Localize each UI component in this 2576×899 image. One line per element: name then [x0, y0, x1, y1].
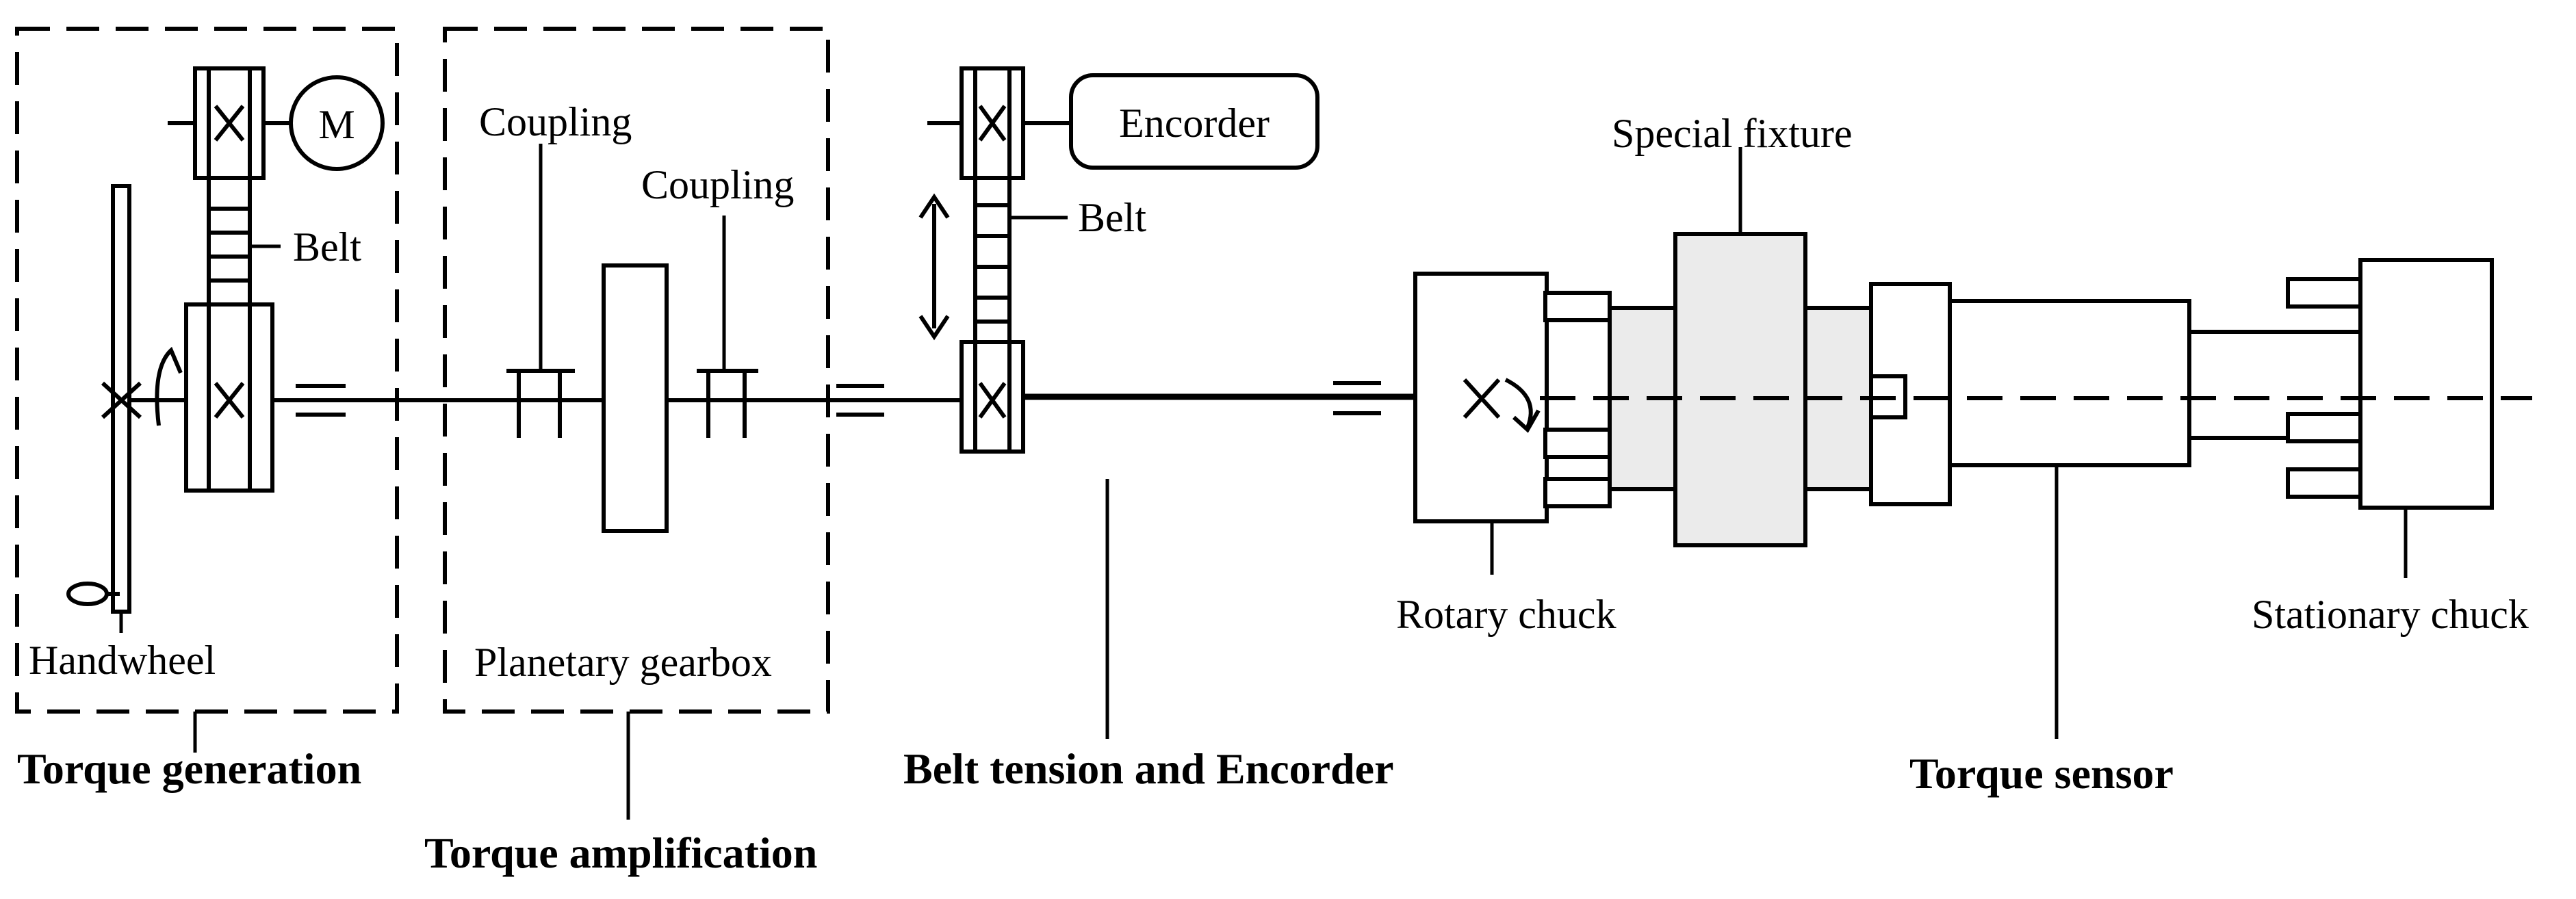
torque-sensor [1948, 299, 2191, 467]
rotary-arrow-icon [1504, 378, 1533, 429]
rotary-jaw-top [1543, 291, 1612, 322]
stationary-chuck [2358, 258, 2494, 510]
motor-pulley-cross [214, 105, 245, 142]
tension-pulley-cross [978, 382, 1007, 419]
encoder-pulley [959, 66, 1025, 180]
rotary-arrow-head [1512, 409, 1541, 433]
torque-amplification-label: Torque amplification [424, 829, 817, 877]
rotary-jaw-mid [1543, 428, 1612, 459]
special-fixture [1673, 232, 1807, 547]
drive-pulley-cross [214, 382, 245, 419]
tension-arrow-up [918, 193, 950, 219]
belt-label-right: Belt [1078, 195, 1146, 240]
motor-label: M [318, 102, 355, 147]
motor-icon [289, 75, 385, 171]
torque-generation-label: Torque generation [17, 744, 361, 793]
handwheel-label: Handwheel [29, 638, 216, 683]
belt-label-left: Belt [293, 224, 361, 270]
special-fixture-label: Special fixture [1612, 111, 1853, 156]
tension-arrow-down [918, 315, 950, 341]
handwheel-cross [101, 381, 142, 419]
stationary-jaw-bottom [2286, 467, 2362, 499]
stationary-jaw-mid [2286, 412, 2362, 443]
torque-generation-frame [15, 27, 399, 714]
torque-amplification-frame [443, 27, 830, 714]
belt-tension-encoder-label: Belt tension and Encorder [903, 744, 1393, 793]
coupling-label-2: Coupling [641, 162, 794, 207]
encoder-pulley-cross [978, 105, 1007, 142]
rotary-jaw-bottom [1543, 477, 1612, 508]
stationary-jaw-top [2286, 277, 2362, 309]
planetary-gearbox-label: Planetary gearbox [474, 640, 772, 685]
handwheel-handle [66, 582, 109, 606]
rotary-chuck-cross [1463, 378, 1501, 419]
stationary-chuck-label: Stationary chuck [2252, 592, 2529, 637]
coupling-label-1: Coupling [479, 99, 632, 144]
torque-sensor-label: Torque sensor [1909, 749, 2174, 798]
rotation-arrow-icon [155, 346, 183, 426]
encoder-box [1069, 73, 1319, 170]
encoder-label: Encorder [1119, 101, 1270, 146]
planetary-gearbox [602, 263, 669, 533]
rotary-chuck-label: Rotary chuck [1396, 592, 1617, 637]
